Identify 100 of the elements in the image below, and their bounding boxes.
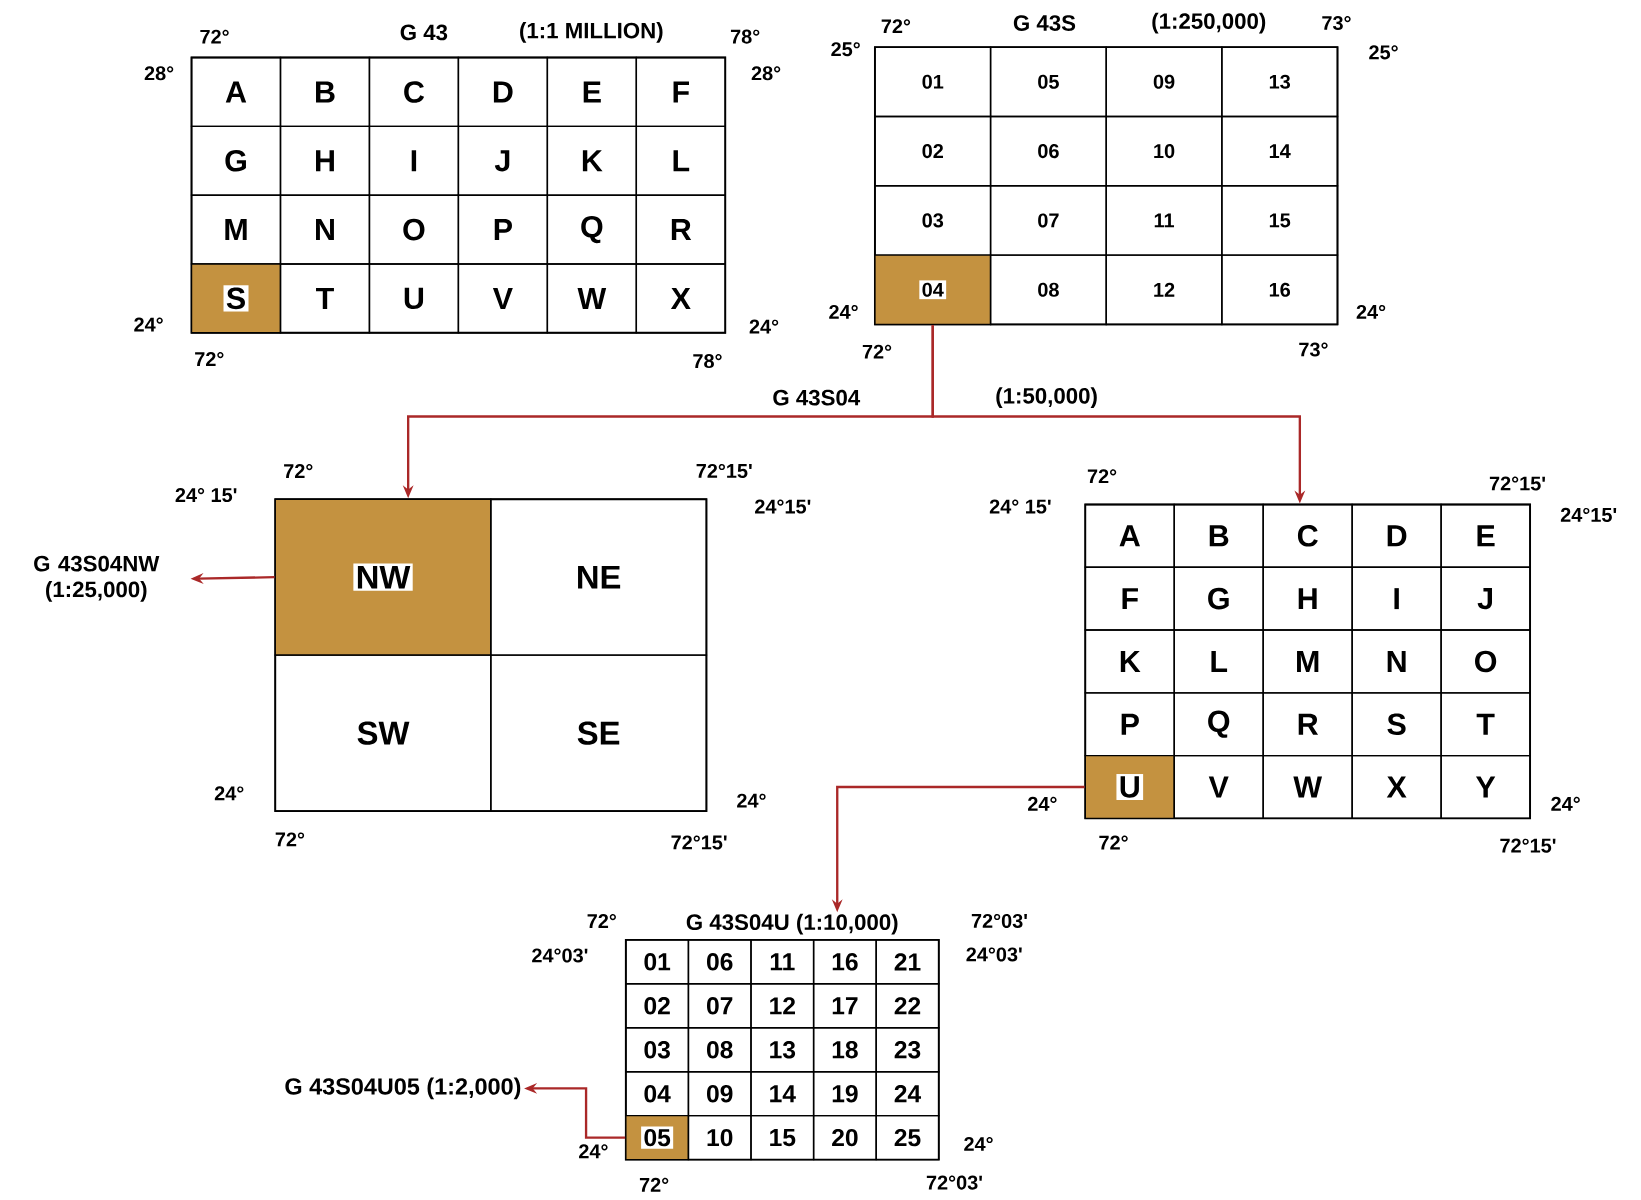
coordinate-label: 72°: [862, 344, 892, 359]
coordinate-label: 24°: [579, 1144, 608, 1158]
grid-cell: N: [279, 194, 371, 265]
grid-cell: O: [368, 194, 460, 265]
grid-cell: 07: [687, 982, 752, 1029]
coordinate-label: 72°: [195, 351, 224, 366]
grid-cell: S: [1351, 691, 1442, 757]
coordinate-label: 72°: [200, 29, 229, 44]
grid-cell: SW: [274, 654, 492, 812]
map-sheet-grid: [1084, 503, 1531, 820]
sheet-label: G 43S04NW (1:25,000): [34, 555, 160, 602]
coordinate-label: 24°: [214, 786, 244, 801]
grid-cell: 16: [812, 938, 877, 985]
grid-cell: G: [1173, 566, 1264, 631]
coordinate-label: 24°: [829, 304, 858, 319]
sheet-title: G 43: [400, 24, 448, 41]
coordinate-label: 24° 15': [175, 487, 237, 502]
grid-cell: 06: [989, 115, 1107, 187]
grid-cell: 01: [625, 938, 690, 985]
coordinate-label: 72°: [639, 1177, 669, 1192]
grid-cell: 03: [625, 1026, 690, 1073]
grid-cell: K: [1084, 629, 1175, 694]
coordinate-label: 24°: [1356, 304, 1386, 319]
grid-cell: SE: [490, 654, 708, 812]
grid-cell: 02: [874, 115, 992, 187]
coordinate-label: 24°03': [532, 948, 588, 963]
grid-cell: L: [1173, 629, 1264, 694]
grid-cell: I: [368, 125, 460, 196]
coordinate-label: 72°: [1087, 469, 1117, 483]
grid-cell: I: [1351, 566, 1442, 631]
grid-cell: P: [457, 194, 549, 265]
coordinate-label: 25°: [1369, 45, 1398, 60]
coordinate-label: 28°: [751, 66, 781, 81]
coordinate-label: 24°: [1028, 796, 1057, 811]
highlighted-cell: 04: [874, 254, 992, 325]
coordinate-label: 78°: [730, 29, 760, 44]
coordinate-label: 72°: [587, 913, 616, 928]
coordinate-label: 24°15': [1560, 507, 1617, 522]
grid-cell: W: [546, 263, 638, 334]
grid-cell: F: [1084, 566, 1175, 631]
edge-label: (1:50,000): [996, 387, 1097, 408]
grid-cell: 08: [989, 254, 1107, 325]
sheet-label: G 43S04U05 (1:2,000): [285, 1077, 521, 1100]
grid-cell: J: [1440, 566, 1531, 631]
grid-cell: X: [635, 263, 726, 334]
grid-cell: 02: [625, 982, 690, 1029]
grid-cell: A: [190, 56, 282, 127]
grid-cell: C: [368, 56, 460, 127]
grid-cell: C: [1262, 503, 1353, 568]
grid-cell: 13: [1221, 46, 1339, 117]
grid-cell: D: [457, 56, 549, 127]
grid-cell: A: [1084, 503, 1175, 568]
grid-cell: 07: [989, 184, 1107, 256]
highlighted-cell: U: [1084, 754, 1175, 819]
grid-cell: H: [1262, 566, 1353, 631]
grid-cell: 10: [1105, 115, 1223, 187]
sheet-title: (1:1 MILLION): [520, 21, 663, 43]
grid-cell: 17: [812, 982, 877, 1029]
grid-cell: 06: [687, 938, 752, 985]
coordinate-label: 24° 15': [989, 499, 1051, 514]
grid-cell: 24: [875, 1070, 940, 1117]
coordinate-label: 24°: [1551, 796, 1580, 811]
grid-cell: 09: [1105, 46, 1223, 117]
highlighted-cell: NW: [274, 498, 492, 656]
grid-cell: Q: [1173, 691, 1264, 757]
coordinate-label: 72°: [284, 463, 313, 478]
grid-cell: 25: [875, 1114, 940, 1161]
coordinate-label: 24°: [737, 793, 766, 808]
sheet-title: G 43S04U (1:10,000): [686, 913, 898, 935]
grid-cell: 18: [812, 1026, 877, 1073]
coordinate-label: 72°15': [696, 463, 752, 478]
grid-cell: 12: [1105, 254, 1223, 325]
grid-cell: E: [546, 56, 638, 127]
coordinate-label: 72°03': [926, 1175, 982, 1190]
grid-cell: NE: [490, 498, 708, 656]
grid-cell: B: [279, 56, 371, 127]
grid-cell: 11: [1105, 184, 1223, 256]
grid-cell: 05: [989, 46, 1107, 117]
coordinate-label: 78°: [693, 353, 722, 368]
grid-cell: B: [1173, 503, 1264, 568]
coordinate-label: 28°: [144, 66, 174, 81]
grid-cell: O: [1440, 629, 1531, 694]
highlighted-cell: 05: [625, 1114, 690, 1161]
grid-cell: 19: [812, 1070, 877, 1117]
grid-cell: F: [635, 56, 726, 127]
coordinate-label: 72°: [275, 832, 305, 847]
grid-cell: R: [635, 194, 726, 265]
grid-cell: W: [1262, 754, 1353, 819]
coordinate-label: 72°15': [1500, 838, 1556, 853]
grid-cell: M: [1262, 629, 1353, 694]
coordinate-label: 72°: [1099, 835, 1128, 850]
grid-cell: 11: [750, 938, 815, 985]
grid-cell: V: [1173, 754, 1264, 819]
coordinate-label: 72°03': [971, 913, 1027, 928]
coordinate-label: 25°: [831, 41, 860, 57]
coordinate-label: 24°15': [755, 499, 811, 514]
coordinate-label: 73°: [1322, 15, 1351, 30]
grid-cell: T: [279, 263, 371, 334]
grid-cell: 14: [1221, 115, 1339, 187]
grid-cell: 08: [687, 1026, 752, 1073]
